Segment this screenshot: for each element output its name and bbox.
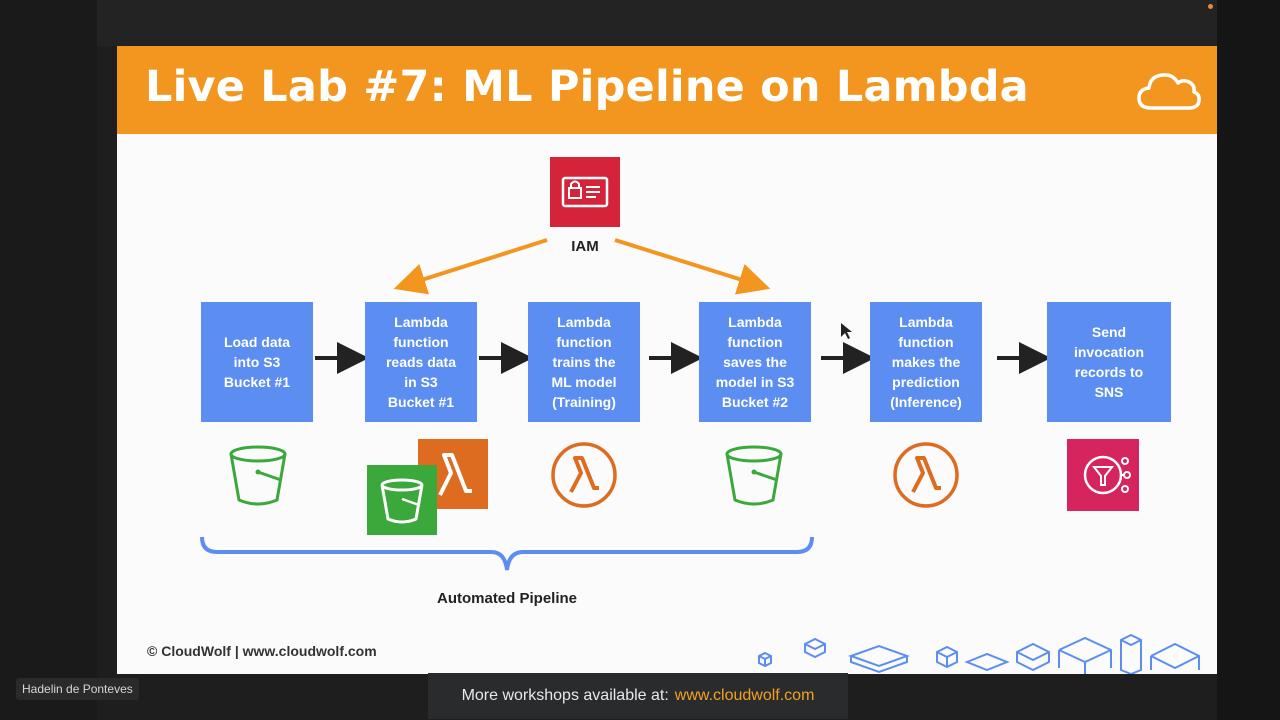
s3-bucket-icon <box>229 445 287 506</box>
cloud-icon <box>1137 73 1201 110</box>
recording-dot-icon <box>1208 4 1213 9</box>
iam-icon <box>550 157 620 227</box>
step-save-model: Lambda function saves the model in S3 Bu… <box>699 302 811 422</box>
right-margin <box>1217 0 1280 720</box>
step-load-data: Load data into S3 Bucket #1 <box>201 302 313 422</box>
step-read-data: Lambda function reads data in S3 Bucket … <box>365 302 477 422</box>
step-train-model: Lambda function trains the ML model (Tra… <box>528 302 640 422</box>
flow-arrows <box>315 238 1051 374</box>
iam-label: IAM <box>571 238 599 255</box>
presenter-name-tag: Hadelin de Ponteves <box>16 678 139 700</box>
cursor-icon <box>841 323 852 339</box>
workshop-banner: More workshops available at: www.cloudwo… <box>428 673 848 719</box>
slide-footer: © CloudWolf | www.cloudwolf.com <box>147 643 377 659</box>
slide-title: Live Lab #7: ML Pipeline on Lambda <box>145 62 1029 112</box>
iam-arrow-right <box>614 238 771 295</box>
pipeline-brace <box>200 536 814 571</box>
workshop-banner-text: More workshops available at: <box>461 687 669 704</box>
step-send-sns: Send invocation records to SNS <box>1047 302 1171 422</box>
iam-arrow-left <box>393 238 548 295</box>
shared-slide: Live Lab #7: ML Pipeline on Lambda IAM <box>117 46 1217 674</box>
left-margin <box>0 0 97 720</box>
s3-bucket-icon <box>367 465 437 535</box>
lambda-icon <box>551 442 617 508</box>
footer-cubes <box>758 633 1200 674</box>
step-prediction: Lambda function makes the prediction (In… <box>870 302 982 422</box>
title-banner: Live Lab #7: ML Pipeline on Lambda <box>117 46 1217 134</box>
lambda-icon <box>893 442 959 508</box>
pipeline-label: Automated Pipeline <box>436 590 578 607</box>
sns-icon <box>1067 439 1139 511</box>
top-strip <box>97 0 1217 46</box>
workshop-link[interactable]: www.cloudwolf.com <box>674 687 815 704</box>
s3-bucket-icon <box>725 445 783 506</box>
